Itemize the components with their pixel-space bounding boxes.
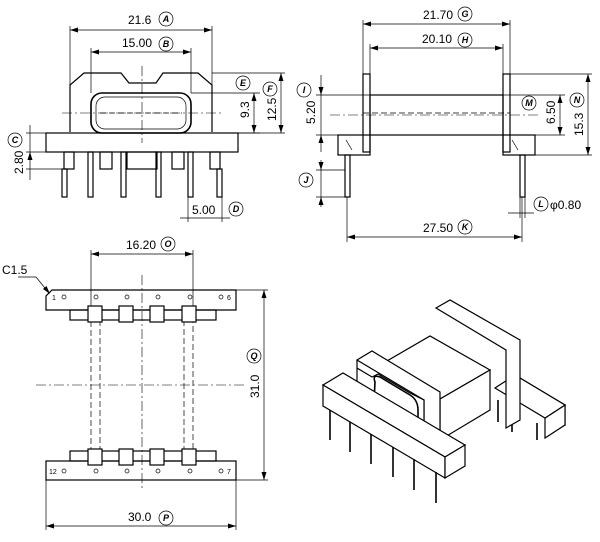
tag-n: N bbox=[574, 95, 581, 105]
tag-b: B bbox=[163, 39, 170, 49]
dim-a-value: 21.6 bbox=[128, 13, 152, 27]
pin-label-6: 6 bbox=[227, 295, 231, 302]
tag-p: P bbox=[163, 513, 170, 523]
dim-q-value: 31.0 bbox=[248, 374, 262, 398]
dim-h-value: 20.10 bbox=[422, 32, 452, 46]
tag-d: D bbox=[233, 204, 240, 214]
dim-a: 21.6 A bbox=[69, 11, 213, 85]
dim-c-value: 2.80 bbox=[12, 150, 26, 174]
side-pin-left bbox=[344, 154, 351, 198]
dim-n: 15.3 N bbox=[510, 73, 592, 156]
chamfer-value: C1.5 bbox=[2, 263, 28, 277]
dim-e-value: 9.3 bbox=[238, 101, 252, 118]
dim-j: J bbox=[298, 160, 345, 207]
dim-d: 5.00 D bbox=[180, 197, 244, 222]
dim-b: 15.00 B bbox=[90, 36, 192, 93]
tag-j: J bbox=[303, 175, 309, 185]
tag-o: O bbox=[164, 239, 171, 249]
bottom-view: 1 6 12 7 C1.5 16.20 O 31. bbox=[2, 236, 268, 530]
dim-e: 9.3 E bbox=[191, 75, 260, 134]
dim-chamfer: C1.5 bbox=[2, 263, 50, 294]
side-view: 21.70 G 20.10 H 5.20 I bbox=[296, 6, 592, 242]
dim-q: 31.0 Q bbox=[236, 289, 268, 481]
tag-m: M bbox=[525, 98, 533, 108]
dim-c: C 2.80 bbox=[7, 125, 62, 180]
dim-l: L φ0.80 bbox=[508, 196, 581, 218]
pin-label-7: 7 bbox=[227, 469, 231, 476]
dim-g-value: 21.70 bbox=[423, 8, 453, 22]
dim-i: 5.20 I bbox=[296, 75, 370, 152]
tag-q: Q bbox=[250, 351, 257, 361]
iso-front-pins bbox=[329, 410, 437, 503]
bottom-pin-holes bbox=[61, 294, 224, 474]
tag-e: E bbox=[240, 78, 247, 88]
tag-k: K bbox=[462, 222, 470, 232]
dim-d-value: 5.00 bbox=[192, 203, 216, 217]
dim-h: 20.10 H bbox=[369, 32, 504, 95]
tag-f: F bbox=[267, 84, 273, 94]
tag-h: H bbox=[462, 35, 469, 45]
tag-l: L bbox=[538, 199, 544, 209]
bottom-rail-top bbox=[45, 289, 237, 311]
tag-c: C bbox=[12, 135, 19, 145]
pin-label-1: 1 bbox=[52, 295, 56, 302]
dim-k: 27.50 K bbox=[346, 197, 523, 242]
iso-flange-back bbox=[434, 299, 521, 430]
dim-m: 6.50 M bbox=[503, 94, 565, 136]
dim-m-value: 6.50 bbox=[544, 100, 558, 124]
isometric-view bbox=[321, 299, 567, 503]
dim-g: 21.70 G bbox=[362, 6, 511, 74]
tag-g: G bbox=[461, 9, 468, 19]
front-flange-outline bbox=[69, 72, 213, 132]
tag-a: A bbox=[162, 14, 170, 24]
dim-p-value: 30.0 bbox=[128, 510, 152, 524]
dim-l-value: φ0.80 bbox=[550, 198, 581, 212]
dim-p: 30.0 P bbox=[45, 480, 237, 530]
front-pins bbox=[61, 151, 223, 198]
dim-f: 12.5 F bbox=[212, 72, 285, 134]
pin-label-12: 12 bbox=[49, 469, 57, 476]
dim-b-value: 15.00 bbox=[122, 36, 152, 50]
dim-i-value: 5.20 bbox=[304, 100, 318, 124]
dim-f-value: 12.5 bbox=[265, 97, 279, 121]
tag-i: I bbox=[303, 85, 306, 95]
bottom-tabs bbox=[87, 305, 197, 466]
bottom-rail-bottom bbox=[45, 460, 237, 481]
dim-o: 16.20 O bbox=[90, 236, 194, 306]
front-window-inner bbox=[95, 96, 187, 130]
side-pin-right bbox=[519, 154, 526, 198]
front-feet bbox=[63, 151, 221, 170]
side-base-left bbox=[337, 134, 371, 156]
dim-n-value: 15.3 bbox=[572, 112, 586, 136]
front-view: 21.6 A 15.00 B 9.3 E bbox=[7, 11, 285, 222]
dim-o-value: 16.20 bbox=[126, 238, 156, 252]
dim-k-value: 27.50 bbox=[423, 221, 453, 235]
